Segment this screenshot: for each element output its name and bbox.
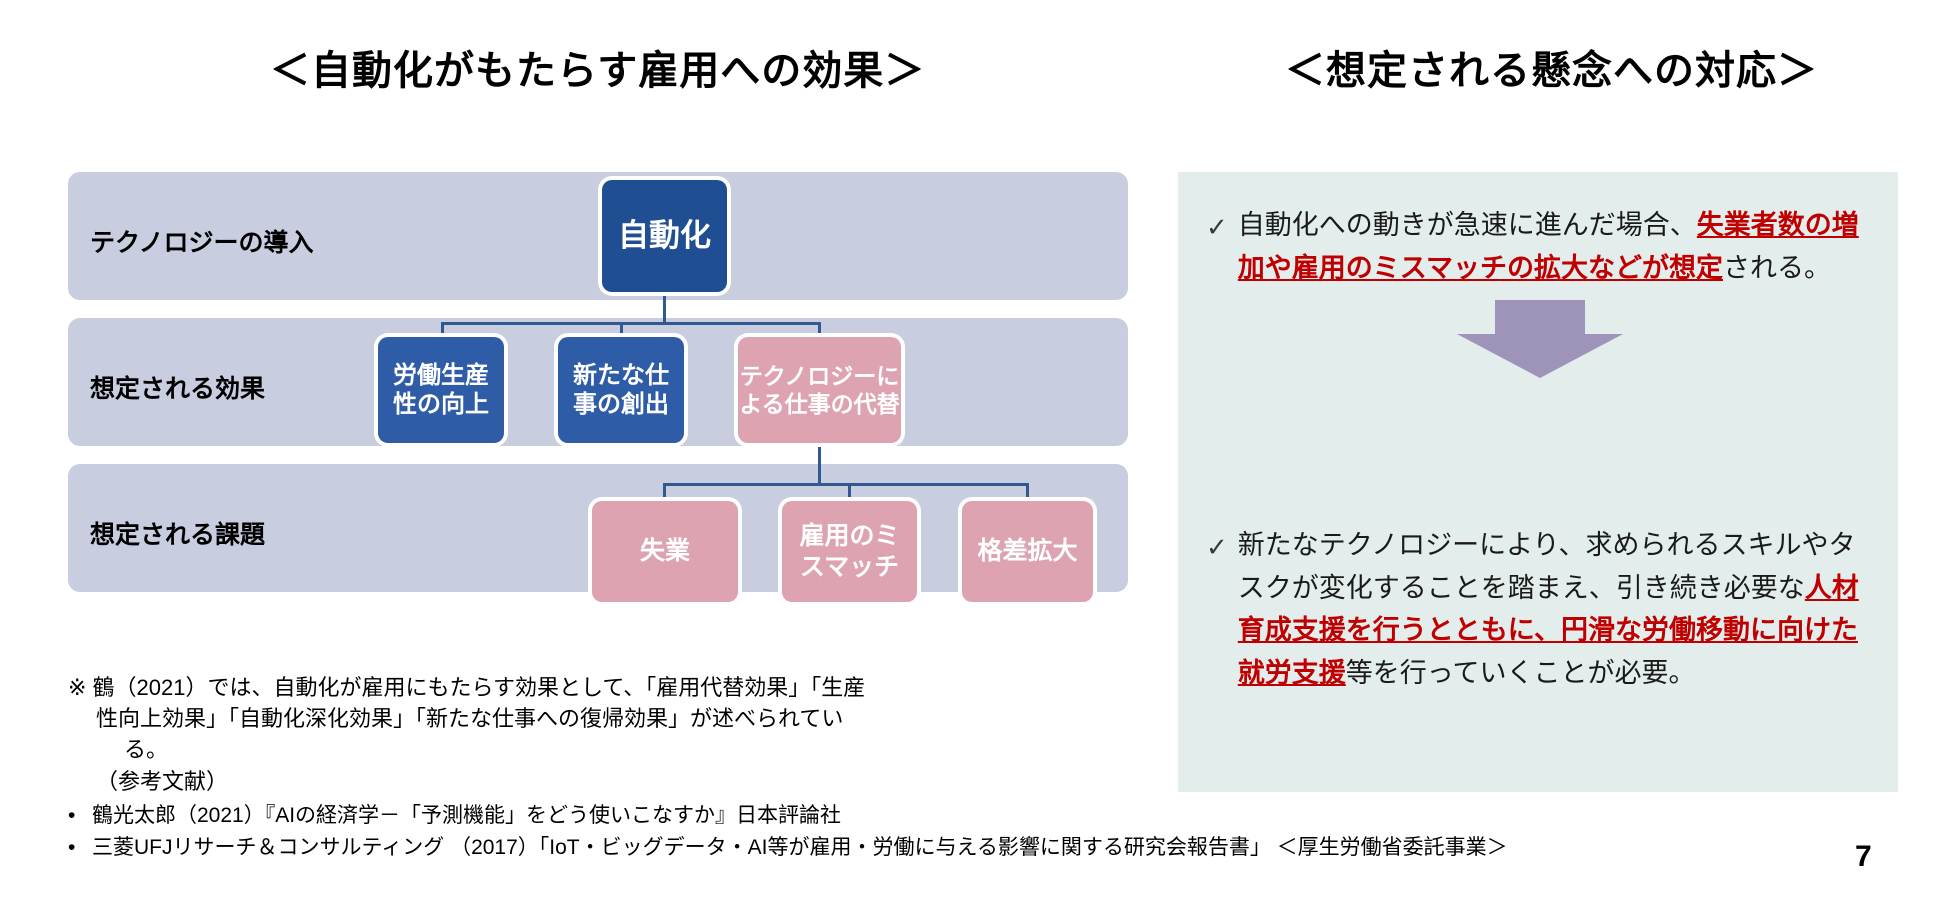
footnote: ※ 鶴（2021）では、自動化が雇用にもたらす効果として、「雇用代替効果」「生産…: [68, 672, 1168, 797]
node-new-jobs-line1: 新たな仕: [573, 361, 669, 389]
page-number: 7: [1855, 840, 1872, 873]
connector-replace-down: [818, 443, 821, 485]
segment-plain: 自動化への動きが急速に進んだ場合、: [1237, 210, 1697, 240]
segment-plain: 等を行っていくことが必要。: [1345, 657, 1696, 688]
node-mismatch-label: 雇用のミ スマッチ: [799, 521, 899, 582]
node-unemployment-label: 失業: [639, 537, 690, 566]
connector-to-productivity: [441, 322, 444, 340]
left-section-title: ＜自動化がもたらす雇用への効果＞: [270, 49, 926, 93]
right-section-title: ＜想定される懸念への対応＞: [1285, 49, 1818, 93]
node-productivity-line2: 性の向上: [393, 391, 489, 418]
band-label-issues: 想定される課題: [90, 521, 266, 549]
node-job-replacement-line1: テクノロジーに: [739, 362, 900, 389]
node-automation-label: 自動化: [618, 218, 711, 254]
concern-bullet-1: ✓ 自動化への動きが急速に進んだ場合、失業者数の増加や雇用のミスマッチの拡大など…: [1206, 204, 1874, 289]
footnote-line-2: 性向上効果」「自動化深化効果」「新たな仕事への復帰効果」が述べられてい: [96, 706, 844, 732]
segment-plain: される。: [1723, 252, 1831, 283]
diagram-band-technology: [68, 172, 1128, 300]
segment-emphasis: 人材育成支援を行うとともに、円滑な労働移動に向けた就労支援: [1237, 572, 1859, 688]
concerns-panel: ✓ 自動化への動きが急速に進んだ場合、失業者数の増加や雇用のミスマッチの拡大など…: [1178, 172, 1898, 792]
node-new-jobs-line2: 事の創出: [573, 391, 669, 418]
node-unemployment: 失業: [592, 501, 738, 602]
connector-to-gap: [1026, 483, 1029, 503]
segment-plain: 新たなテクノロジーにより、求められるスキルやタスクが変化することを踏まえ、引き続…: [1237, 530, 1856, 603]
connector-to-replace: [818, 322, 821, 340]
concern-bullet-1-text: 自動化への動きが急速に進んだ場合、失業者数の増加や雇用のミスマッチの拡大などが想…: [1238, 204, 1874, 289]
bullet-icon: •: [68, 804, 76, 827]
node-new-jobs-label: 新たな仕 事の創出: [573, 361, 669, 420]
connector-to-unemployment: [663, 483, 666, 503]
concern-bullet-2-text: 新たなテクノロジーにより、求められるスキルやタスクが変化することを踏まえ、引き続…: [1238, 524, 1874, 695]
reference-text: 鶴光太郎（2021）『AIの経済学－「予測機能」をどう使いこなすか』日本評論社: [92, 804, 842, 827]
bullet-icon: •: [68, 835, 76, 859]
reference-item: • 鶴光太郎（2021）『AIの経済学－「予測機能」をどう使いこなすか』日本評論…: [68, 800, 1878, 832]
node-job-replacement: テクノロジーに よる仕事の代替: [738, 337, 901, 443]
connector-to-mismatch: [848, 483, 851, 503]
connector-to-newjob: [620, 322, 623, 340]
node-new-jobs: 新たな仕 事の創出: [558, 337, 684, 443]
node-mismatch-line1: 雇用のミ: [799, 522, 900, 550]
reference-text: 三菱UFJリサーチ＆コンサルティング （2017）「IoT・ビッグデータ・AI等…: [92, 835, 1508, 859]
connector-auto-down: [663, 292, 666, 324]
node-job-replacement-line2: よる仕事の代替: [739, 391, 900, 417]
footnote-line-1: ※ 鶴（2021）では、自動化が雇用にもたらす効果として、「雇用代替効果」「生産: [68, 675, 866, 700]
node-productivity-label: 労働生産 性の向上: [393, 361, 489, 420]
node-job-replacement-label: テクノロジーに よる仕事の代替: [739, 362, 899, 418]
connector-effects-horizontal: [441, 322, 820, 325]
node-mismatch: 雇用のミ スマッチ: [782, 501, 917, 602]
footnote-line-4: （参考文献）: [96, 768, 229, 794]
node-productivity: 労働生産 性の向上: [378, 337, 504, 443]
node-mismatch-line2: スマッチ: [799, 552, 900, 581]
node-inequality-label: 格差拡大: [977, 537, 1078, 566]
reference-list: • 鶴光太郎（2021）『AIの経済学－「予測機能」をどう使いこなすか』日本評論…: [68, 800, 1878, 863]
check-icon: ✓: [1206, 212, 1228, 242]
check-icon: ✓: [1206, 532, 1228, 562]
footnote-line-3: る。: [124, 737, 169, 763]
node-automation: 自動化: [602, 180, 727, 292]
concern-bullet-2: ✓ 新たなテクノロジーにより、求められるスキルやタスクが変化することを踏まえ、引…: [1206, 524, 1874, 695]
connector-issues-horizontal: [663, 483, 1029, 486]
node-inequality: 格差拡大: [962, 501, 1093, 602]
node-productivity-line1: 労働生産: [393, 361, 489, 389]
segment-emphasis: 失業者数の増加や雇用のミスマッチの拡大などが想定: [1237, 210, 1859, 283]
reference-item: • 三菱UFJリサーチ＆コンサルティング （2017）「IoT・ビッグデータ・A…: [68, 832, 1878, 864]
band-label-effects: 想定される効果: [90, 375, 266, 403]
band-label-technology: テクノロジーの導入: [90, 229, 314, 257]
